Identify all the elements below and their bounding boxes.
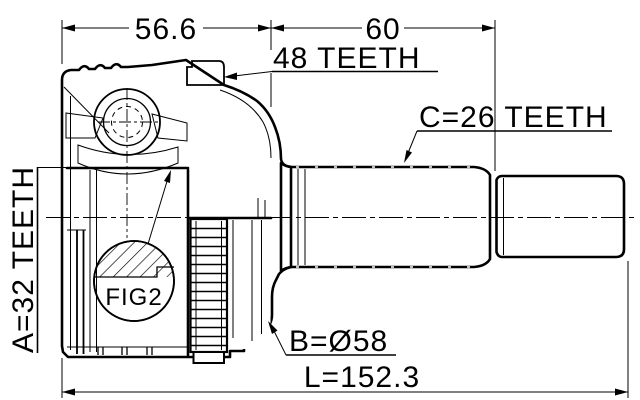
lower-right-exterior (227, 219, 271, 349)
dim-56-6-label: 56.6 (135, 13, 197, 46)
teeth-48-label: 48 TEETH (273, 42, 421, 75)
abs-ring-tooth-section (186, 60, 225, 86)
dia-b-leader-arrow (268, 321, 278, 334)
dimensions: 56.6 60 48 TEETH C=26 TEETH A=32 TEETH B… (7, 13, 629, 398)
teeth-48-leader-arrow (224, 72, 237, 80)
abs-tooth-band (189, 217, 229, 364)
teeth-a-label: A=32 TEETH (7, 166, 40, 353)
fig2-label: FIG2 (105, 284, 162, 311)
outer-race-body: FIG2 (60, 58, 293, 364)
cage-section-right (151, 113, 188, 142)
spline-section (279, 161, 492, 273)
teeth-c-leader-arrow (404, 150, 412, 163)
teeth-c-label: C=26 TEETH (419, 101, 608, 134)
length-l-label: L=152.3 (304, 361, 420, 394)
interior-lines (65, 89, 273, 357)
cage-section-left (65, 112, 104, 139)
dim-60-label: 60 (365, 13, 400, 46)
shaft-end-stub (495, 174, 626, 259)
inner-race-section (77, 144, 179, 175)
outer-race-silhouette (60, 58, 293, 359)
dia-b-label: B=Ø58 (289, 325, 388, 358)
ball-bearing-assembly (63, 85, 188, 238)
shaft (279, 161, 626, 273)
fig2-leader-arrow (164, 170, 171, 183)
